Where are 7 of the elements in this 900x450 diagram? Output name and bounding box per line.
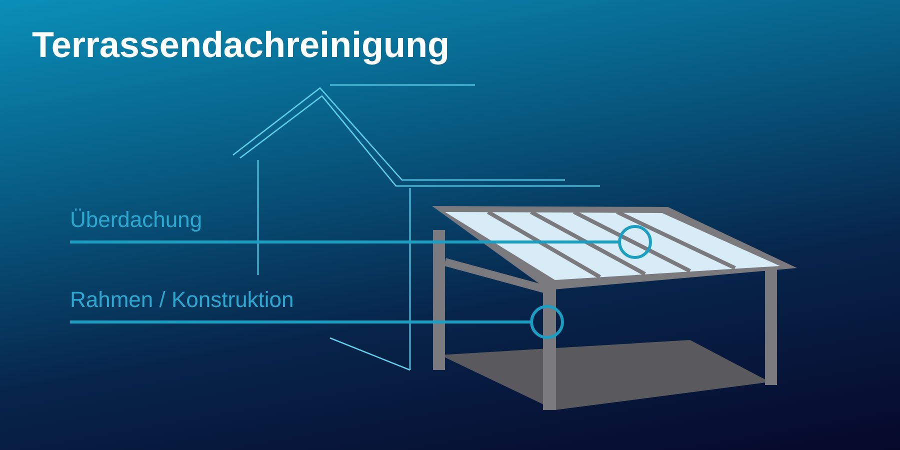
part-label: Überdachung (70, 205, 260, 242)
title: Terrassendachreinigung (32, 24, 450, 66)
target-circle (618, 225, 652, 259)
target-circle (530, 305, 564, 339)
leader-line (70, 320, 530, 324)
leader-line (70, 240, 618, 244)
part-label: Rahmen / Konstruktion (70, 285, 390, 322)
